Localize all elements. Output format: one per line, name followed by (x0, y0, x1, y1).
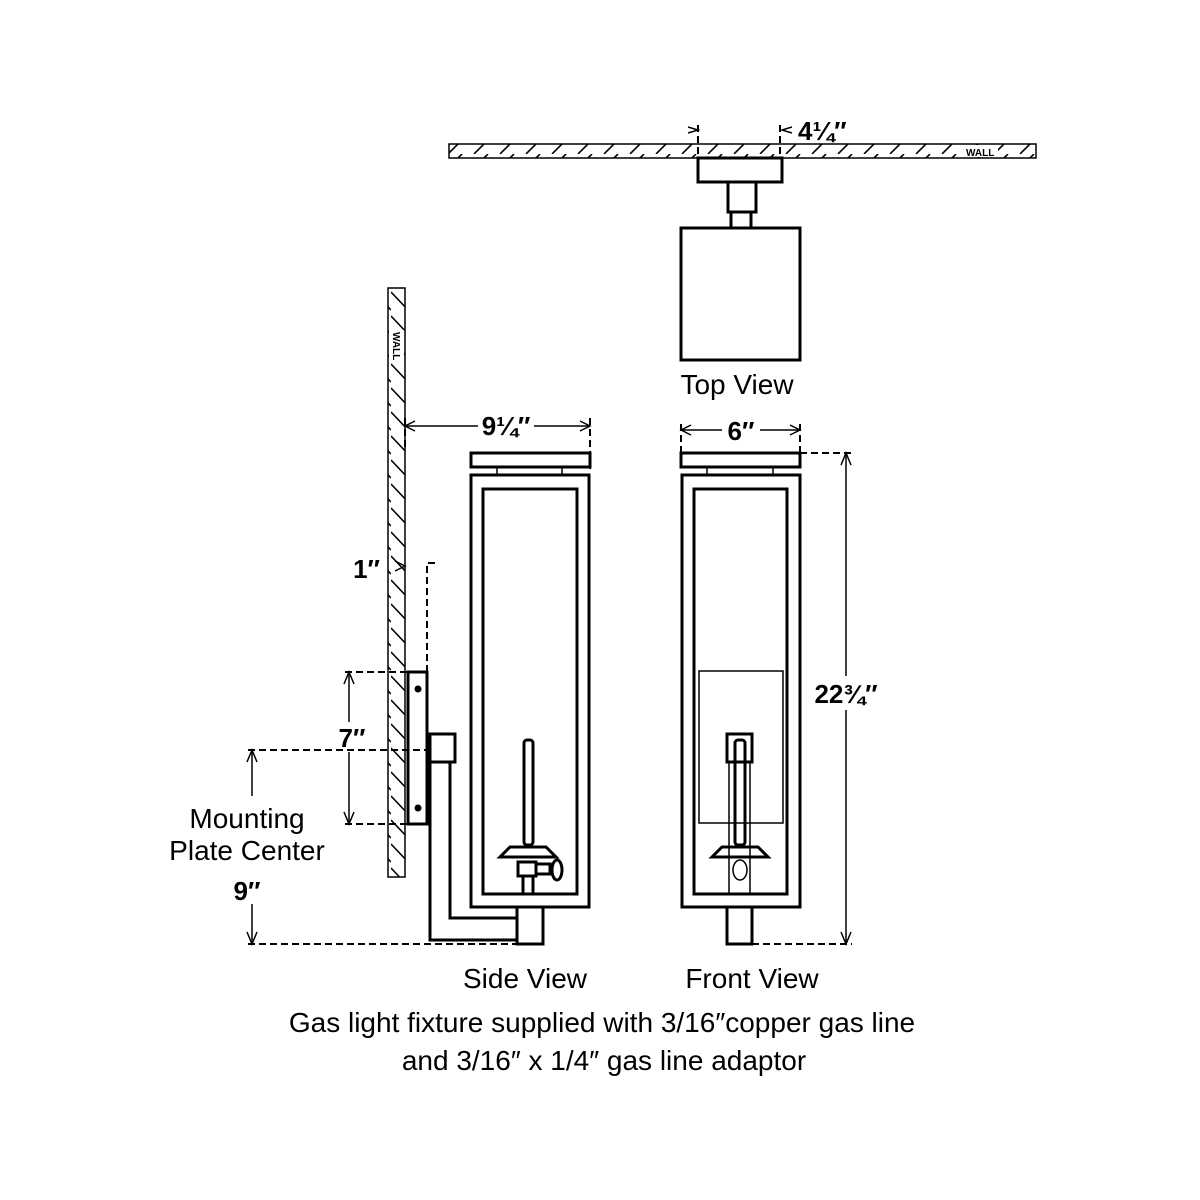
mounting-plate (406, 670, 429, 826)
top-mounting-plate (696, 156, 784, 184)
front-post (725, 905, 754, 946)
dim-arrows (840, 451, 852, 946)
wall-label-top: WALL (966, 148, 994, 159)
side-view: WALL 9¼″ 1″ 7″ (160, 287, 592, 994)
top-arm (726, 180, 758, 214)
side-burner (496, 738, 564, 896)
top-view-label: Top View (680, 369, 794, 400)
dim-arrows (343, 670, 355, 826)
dim-line (426, 562, 437, 672)
side-post (515, 905, 545, 946)
dim-height: 22¾″ (814, 679, 877, 709)
dim-arrows (403, 420, 592, 432)
screw (414, 804, 422, 812)
note-line2: and 3/16″ x 1/4″ gas line adaptor (402, 1045, 806, 1076)
dim-plate-center-height: 9″ (234, 876, 261, 906)
top-view: WALL 4¼″ Top View (448, 116, 1037, 400)
side-lantern-cap (469, 451, 592, 469)
wall-label-side: WALL (390, 332, 401, 360)
dim-side-depth: 9¼″ (482, 411, 531, 441)
front-lantern-glass (692, 487, 789, 896)
dim-front-width: 6″ (728, 416, 755, 446)
side-wall (387, 287, 406, 878)
top-wall (448, 143, 1037, 159)
side-lantern-body (469, 473, 591, 909)
front-lantern-cap (679, 451, 802, 469)
arm-block (428, 732, 457, 764)
dim-plate-height: 7″ (339, 723, 366, 753)
front-view-label: Front View (685, 963, 819, 994)
front-burner (708, 732, 772, 894)
top-arm-neck (729, 210, 753, 230)
note-line1: Gas light fixture supplied with 3/16″cop… (289, 1007, 915, 1038)
top-lantern-box (679, 226, 802, 362)
dim-arrows (246, 748, 258, 946)
side-lantern-glass (481, 487, 579, 896)
screw (414, 685, 422, 693)
dim-wall-offset: 1″ (353, 554, 380, 584)
dim-arrows (687, 126, 793, 134)
dim-top-plate-width: 4¼″ (798, 116, 847, 146)
dim-arrow (394, 560, 407, 572)
mounting-label-line2: Plate Center (169, 835, 325, 866)
gas-arm (428, 762, 517, 942)
mounting-label-line1: Mounting (189, 803, 304, 834)
front-mounting-plate (698, 670, 784, 824)
side-view-label: Side View (463, 963, 588, 994)
front-view: 6″ 22¾″ Front View (679, 414, 882, 994)
